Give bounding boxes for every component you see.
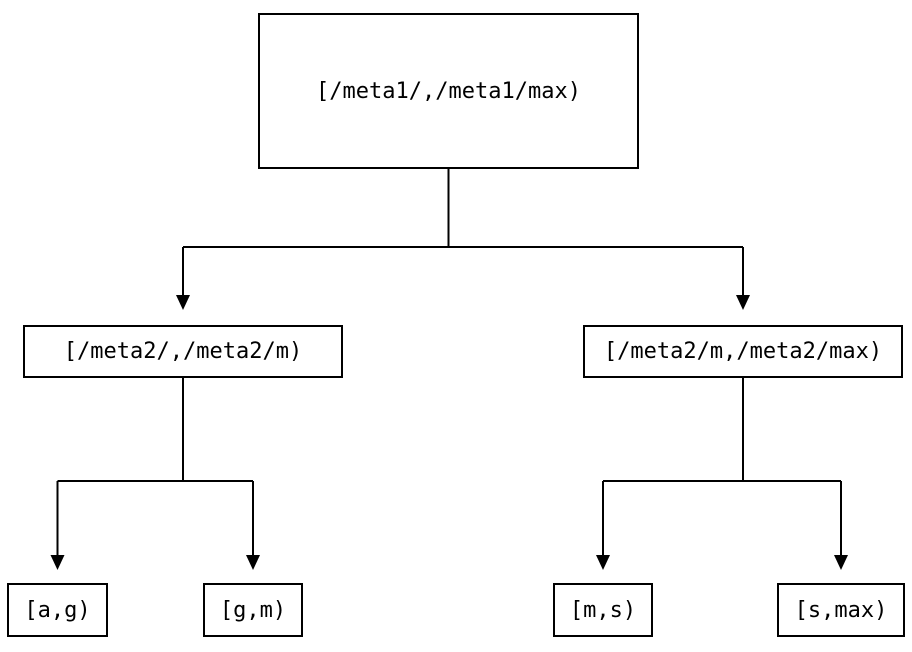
tree-node-meta2-high: [/meta2/m,/meta2/max) [583,325,903,378]
tree-leaf-g-m: [g,m) [203,583,303,637]
tree-node-root-label: [/meta1/,/meta1/max) [316,78,581,104]
edge-midleft-to-leaves [50,378,260,570]
tree-leaf-m-s-label: [m,s) [569,597,637,623]
edge-root-to-children [176,169,750,310]
arrowhead-down-icon [246,555,260,570]
tree-node-root: [/meta1/,/meta1/max) [258,13,639,169]
tree-leaf-s-max-label: [s,max) [794,597,888,623]
arrowhead-down-icon [834,555,848,570]
tree-node-meta2-high-label: [/meta2/m,/meta2/max) [603,339,883,364]
arrowhead-down-icon [596,555,610,570]
tree-node-meta2-low-label: [/meta2/,/meta2/m) [63,339,303,364]
arrowhead-down-icon [50,555,65,570]
tree-leaf-a-g-label: [a,g) [24,597,91,623]
arrowhead-down-icon [176,295,190,310]
tree-node-meta2-low: [/meta2/,/meta2/m) [23,325,343,378]
tree-leaf-g-m-label: [g,m) [219,597,287,623]
arrowhead-down-icon [736,295,750,310]
tree-leaf-a-g: [a,g) [7,583,108,637]
tree-leaf-s-max: [s,max) [777,583,905,637]
edge-midright-to-leaves [596,378,848,570]
tree-leaf-m-s: [m,s) [553,583,653,637]
